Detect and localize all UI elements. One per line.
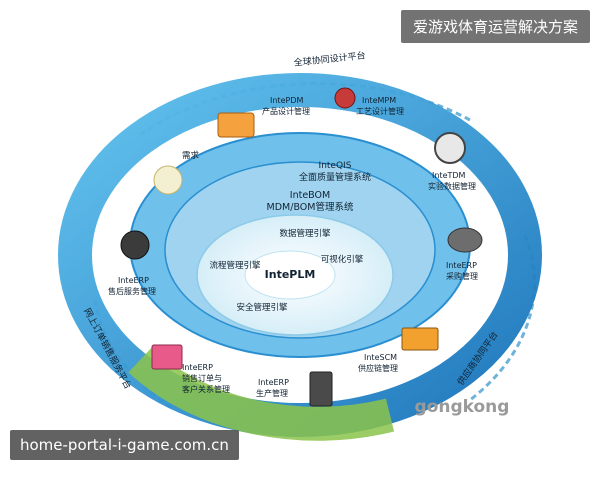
node-scm-title: InteSCM [364,353,397,362]
qis-subtitle: 全面质量管理系统 [299,171,371,183]
node-production-sub: 生产管理 [256,388,288,398]
lightbulb-icon [153,165,183,195]
node-service-title: InteERP [118,276,149,285]
node-pdm-title: IntePDM [270,96,303,105]
process-ring [58,73,542,441]
service-agent-icon [120,230,150,260]
qis-title: InteQIS [319,161,352,171]
truck-icon [401,327,439,351]
engine-data: 数据管理引擎 [279,228,331,239]
node-sales-title: InteERP [182,363,213,372]
gongkong-watermark: gongkong [415,397,510,417]
node-labels: 需求 IntePDM 产品设计管理 InteMPM 工艺设计管理 InteTDM… [108,96,478,398]
node-demand-label: 需求 [182,150,200,161]
design-team-icon [217,112,255,138]
site-url-footer[interactable]: home-portal-i-game.com.cn [10,430,239,460]
node-tdm-sub: 实验数据管理 [428,181,476,191]
bom-title: InteBOM [290,190,330,201]
engine-security: 安全管理引擎 [236,302,288,313]
molecule-icon [334,87,356,109]
node-service-sub: 售后服务管理 [108,286,156,296]
center-title: IntePLM [265,268,316,281]
order-icon [151,344,183,370]
engine-flow: 流程管理引擎 [209,260,261,271]
arc-label-top: 全球协同设计平台 [293,49,366,68]
basket-icon [447,227,483,253]
engine-visual: 可视化引擎 [321,254,364,265]
node-purchase-title: InteERP [446,261,477,270]
node-sales-sub1: 销售订单与 [182,373,222,383]
node-pdm-sub: 产品设计管理 [262,106,310,116]
node-tdm-title: InteTDM [432,171,466,180]
node-production-title: InteERP [258,378,289,387]
node-mpm-sub: 工艺设计管理 [356,106,404,116]
bom-subtitle: MDM/BOM管理系统 [267,201,354,213]
node-purchase-sub: 采购管理 [446,271,478,281]
node-sales-sub2: 客户关系管理 [182,384,230,394]
node-scm-sub: 供应链管理 [358,363,398,373]
node-mpm-title: InteMPM [362,96,396,105]
production-line-icon [309,371,333,407]
center-ellipse [244,250,336,300]
node-icons [120,87,483,407]
top-banner: 爱游戏体育运营解决方案 [400,10,590,43]
gauge-icon [434,132,466,164]
